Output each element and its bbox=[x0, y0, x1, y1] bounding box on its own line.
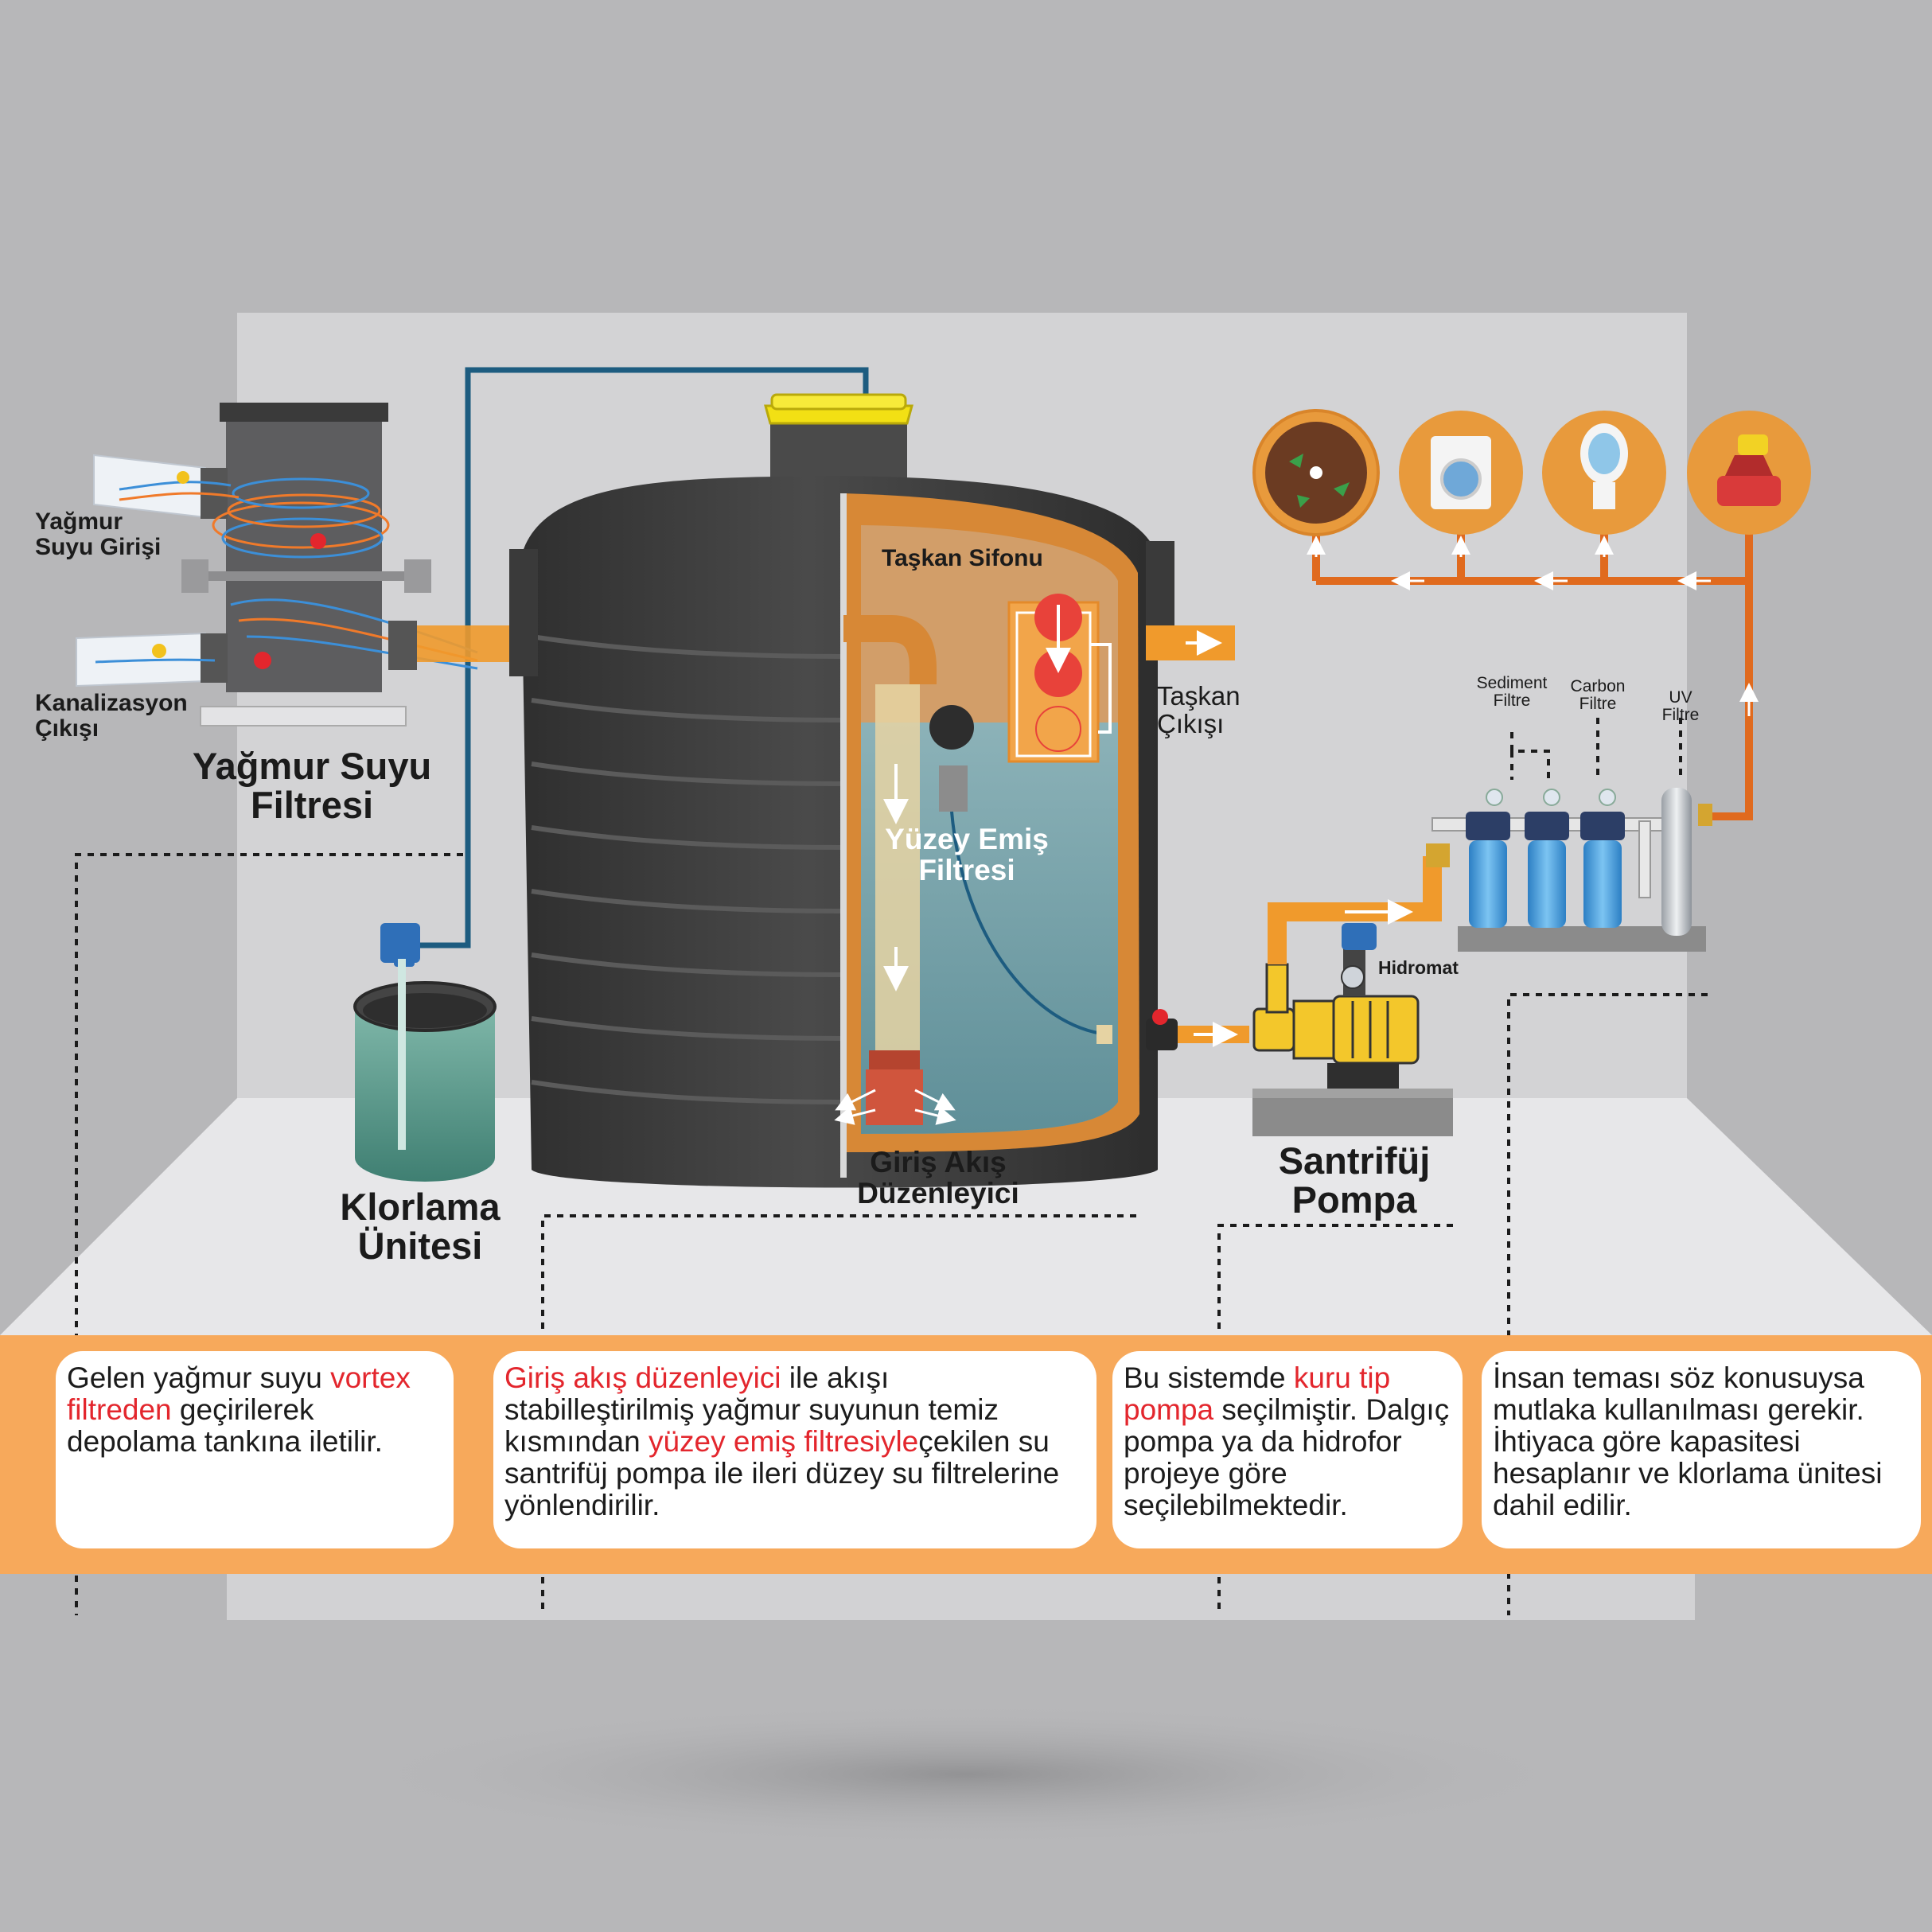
card2-text-1: ile akışı stabilleştirilmiş yağmur suyun… bbox=[504, 1361, 999, 1458]
centrifugal-pump bbox=[1252, 856, 1453, 1136]
inlet-regulator-line2: Düzenleyici bbox=[857, 1176, 1019, 1209]
floor-shadow bbox=[345, 1703, 1587, 1846]
chlorination-label: Klorlama Ünitesi bbox=[317, 1187, 524, 1266]
surface-filter-line2: Filtresi bbox=[918, 853, 1015, 886]
carbon-filter-line2: Filtre bbox=[1579, 695, 1617, 714]
overflow-outlet-line1: Taşkan bbox=[1157, 681, 1241, 711]
card2-highlight-1: Giriş akış düzenleyici bbox=[504, 1361, 781, 1394]
overflow-outlet-line2: Çıkışı bbox=[1157, 708, 1225, 738]
sewer-outlet-line1: Kanalizasyon bbox=[35, 690, 188, 716]
inlet-regulator-label: Giriş Akış Düzenleyici bbox=[839, 1147, 1038, 1209]
card4-text-1: İnsan teması söz konusuysa mutlaka kulla… bbox=[1493, 1361, 1883, 1521]
car-wash-icon bbox=[1687, 411, 1811, 535]
uv-filter-label: UV Filtre bbox=[1649, 688, 1712, 725]
card3-text-1: Bu sistemde bbox=[1124, 1361, 1294, 1394]
card2-highlight-2: yüzey emiş filtresiyle bbox=[648, 1425, 919, 1458]
uv-filter-line2: Filtre bbox=[1661, 706, 1700, 725]
uv-filter-line1: UV bbox=[1669, 688, 1692, 707]
sediment-filter-line1: Sediment bbox=[1476, 674, 1548, 692]
storage-tank bbox=[509, 393, 1235, 1188]
info-card-regulator: Giriş akış düzenleyici ile akışı stabill… bbox=[493, 1351, 1096, 1548]
vortex-filter bbox=[76, 403, 509, 726]
plant-irrigation-icon bbox=[1252, 409, 1380, 536]
card1-highlight-1: vortex filtreden bbox=[67, 1361, 411, 1426]
overflow-siphon-label: Taşkan Sifonu bbox=[882, 545, 1043, 571]
carbon-filter-line1: Carbon bbox=[1570, 677, 1626, 695]
sewer-outlet-label: Kanalizasyon Çıkışı bbox=[35, 691, 188, 741]
chlorination-line2: Ünitesi bbox=[357, 1225, 483, 1268]
info-card-filter: Gelen yağmur suyu vortex filtreden geçir… bbox=[56, 1351, 454, 1548]
rain-inlet-line1: Yağmur bbox=[35, 508, 123, 535]
card1-text-1: Gelen yağmur suyu bbox=[67, 1361, 331, 1394]
surface-filter-line1: Yüzey Emiş bbox=[885, 823, 1049, 855]
rain-filter-title-line2: Filtresi bbox=[250, 784, 374, 827]
pump-line2: Pompa bbox=[1291, 1178, 1417, 1221]
sediment-filter-label: Sediment Filtre bbox=[1464, 674, 1560, 711]
washing-machine-icon bbox=[1399, 411, 1523, 535]
rain-inlet-label: Yağmur Suyu Girişi bbox=[35, 509, 161, 559]
toilet-icon bbox=[1542, 411, 1666, 535]
sediment-filter-line2: Filtre bbox=[1493, 691, 1531, 711]
hydromat-label: Hidromat bbox=[1378, 957, 1459, 978]
carbon-filter-label: Carbon Filtre bbox=[1558, 677, 1638, 714]
sewer-outlet-line2: Çıkışı bbox=[35, 715, 99, 742]
supply-pipe bbox=[1712, 581, 1753, 820]
inlet-regulator-line1: Giriş Akış bbox=[870, 1146, 1007, 1178]
card1-text-2: geçirilerek depolama tankına iletilir. bbox=[67, 1393, 383, 1458]
overflow-outlet-label: Taşkan Çıkışı bbox=[1157, 681, 1241, 738]
rain-filter-title-line1: Yağmur Suyu bbox=[192, 745, 432, 787]
pump-label: Santrifüj Pompa bbox=[1243, 1141, 1466, 1220]
card3-text-2: seçilmiştir. Dalgıç pompa ya da hidrofor… bbox=[1124, 1393, 1450, 1521]
surface-filter-label: Yüzey Emiş Filtresi bbox=[867, 824, 1066, 886]
rain-filter-title: Yağmur Suyu Filtresi bbox=[177, 746, 447, 825]
pump-line1: Santrifüj bbox=[1278, 1139, 1431, 1182]
filter-bank bbox=[1426, 788, 1712, 952]
chlorination-line1: Klorlama bbox=[340, 1186, 501, 1228]
card2-text-2: çekilen su santrifüj pompa ile ileri düz… bbox=[504, 1425, 1060, 1521]
card3-highlight-1: kuru tip pompa bbox=[1124, 1361, 1391, 1426]
info-card-pump: Bu sistemde kuru tip pompa seçilmiştir. … bbox=[1112, 1351, 1463, 1548]
info-card-chlorination: İnsan teması söz konusuysa mutlaka kulla… bbox=[1482, 1351, 1921, 1548]
chlorination-unit bbox=[353, 923, 497, 1182]
rain-inlet-line2: Suyu Girişi bbox=[35, 533, 162, 560]
